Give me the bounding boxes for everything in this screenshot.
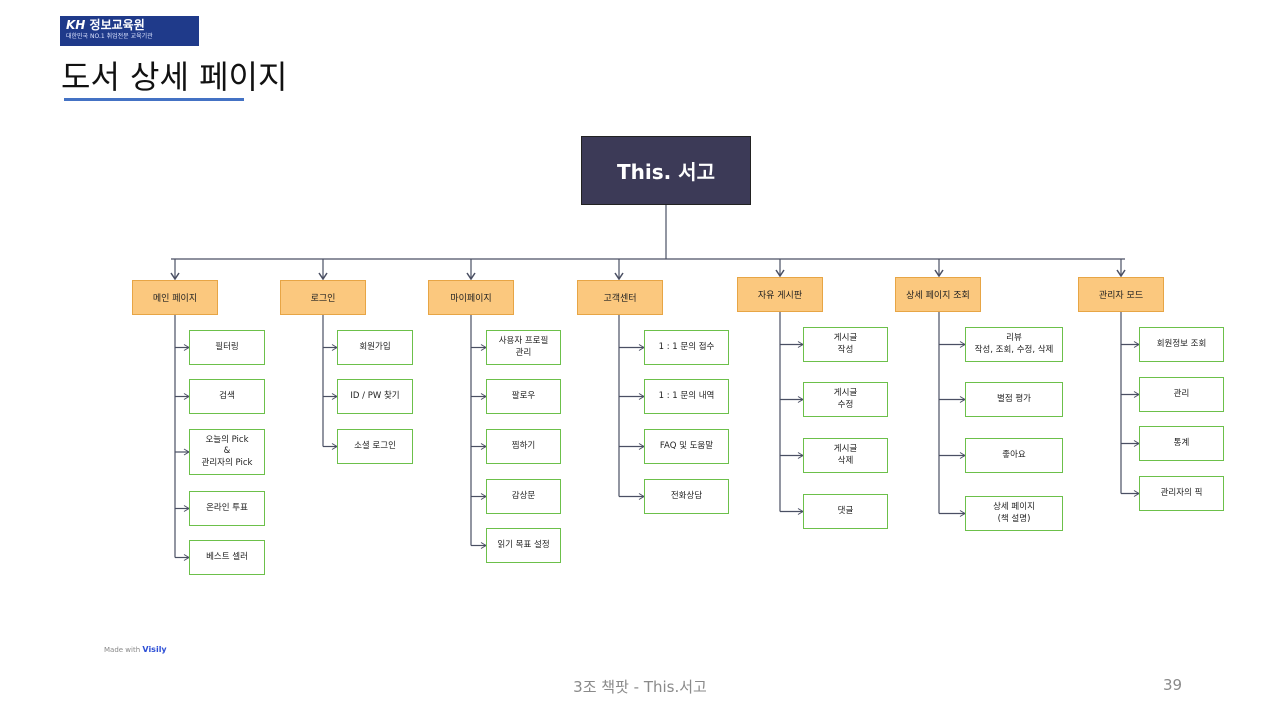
logo-brand: KH 정보교육원 (66, 18, 193, 32)
category-node: 메인 페이지 (132, 280, 218, 315)
feature-node: 오늘의 Pick & 관리자의 Pick (189, 429, 265, 475)
title-underline (64, 98, 244, 101)
feature-node: 별점 평가 (965, 382, 1063, 417)
feature-node: 전화상담 (644, 479, 729, 514)
page-title: 도서 상세 페이지 (61, 58, 288, 96)
root-node: This. 서고 (581, 136, 751, 205)
feature-node: 온라인 투표 (189, 491, 265, 526)
feature-node: 검색 (189, 379, 265, 414)
feature-node: 리뷰 작성, 조회, 수정, 삭제 (965, 327, 1063, 362)
feature-node: 게시글 삭제 (803, 438, 888, 473)
page-number: 39 (1163, 676, 1183, 694)
feature-node: 베스트 셀러 (189, 540, 265, 575)
feature-node: 팔로우 (486, 379, 561, 414)
feature-node: FAQ 및 도움말 (644, 429, 729, 464)
category-arrow-icon (934, 269, 944, 278)
category-node: 상세 페이지 조회 (895, 277, 981, 312)
feature-node: 소셜 로그인 (337, 429, 413, 464)
visily-brand: Visily (142, 645, 167, 654)
feature-node: 관리자의 픽 (1139, 476, 1224, 511)
feature-node: ID / PW 찾기 (337, 379, 413, 414)
feature-node: 회원가입 (337, 330, 413, 365)
feature-node: 댓글 (803, 494, 888, 529)
feature-node: 읽기 목표 설정 (486, 528, 561, 563)
category-arrow-icon (775, 269, 785, 278)
feature-node: 필터링 (189, 330, 265, 365)
category-arrow-icon (1116, 269, 1126, 278)
footer-title: 3조 책팟 - This.서고 (573, 678, 707, 696)
feature-node: 회원정보 조회 (1139, 327, 1224, 362)
logo-kh: KH (66, 18, 86, 32)
category-node: 자유 게시판 (737, 277, 823, 312)
feature-node: 게시글 작성 (803, 327, 888, 362)
feature-node: 좋아요 (965, 438, 1063, 473)
kh-logo: KH 정보교육원 대한민국 NO.1 취업전문 교육기관 (60, 16, 199, 46)
logo-name: 정보교육원 (89, 18, 145, 32)
made-with-prefix: Made with (104, 646, 141, 654)
category-node: 고객센터 (577, 280, 663, 315)
feature-node: 1 : 1 문의 접수 (644, 330, 729, 365)
feature-node: 상세 페이지 (책 설명) (965, 496, 1063, 531)
made-with-visily: Made with Visily (104, 645, 167, 654)
feature-node: 관리 (1139, 377, 1224, 412)
category-arrow-icon (466, 272, 476, 281)
logo-subtitle: 대한민국 NO.1 취업전문 교육기관 (66, 33, 153, 40)
feature-node: 통계 (1139, 426, 1224, 461)
feature-node: 감상문 (486, 479, 561, 514)
category-node: 관리자 모드 (1078, 277, 1164, 312)
category-node: 마이페이지 (428, 280, 514, 315)
feature-node: 찜하기 (486, 429, 561, 464)
category-arrow-icon (614, 272, 624, 281)
feature-node: 1 : 1 문의 내역 (644, 379, 729, 414)
feature-node: 게시글 수정 (803, 382, 888, 417)
category-arrow-icon (318, 272, 328, 281)
category-node: 로그인 (280, 280, 366, 315)
category-arrow-icon (170, 272, 180, 281)
feature-node: 사용자 프로필 관리 (486, 330, 561, 365)
